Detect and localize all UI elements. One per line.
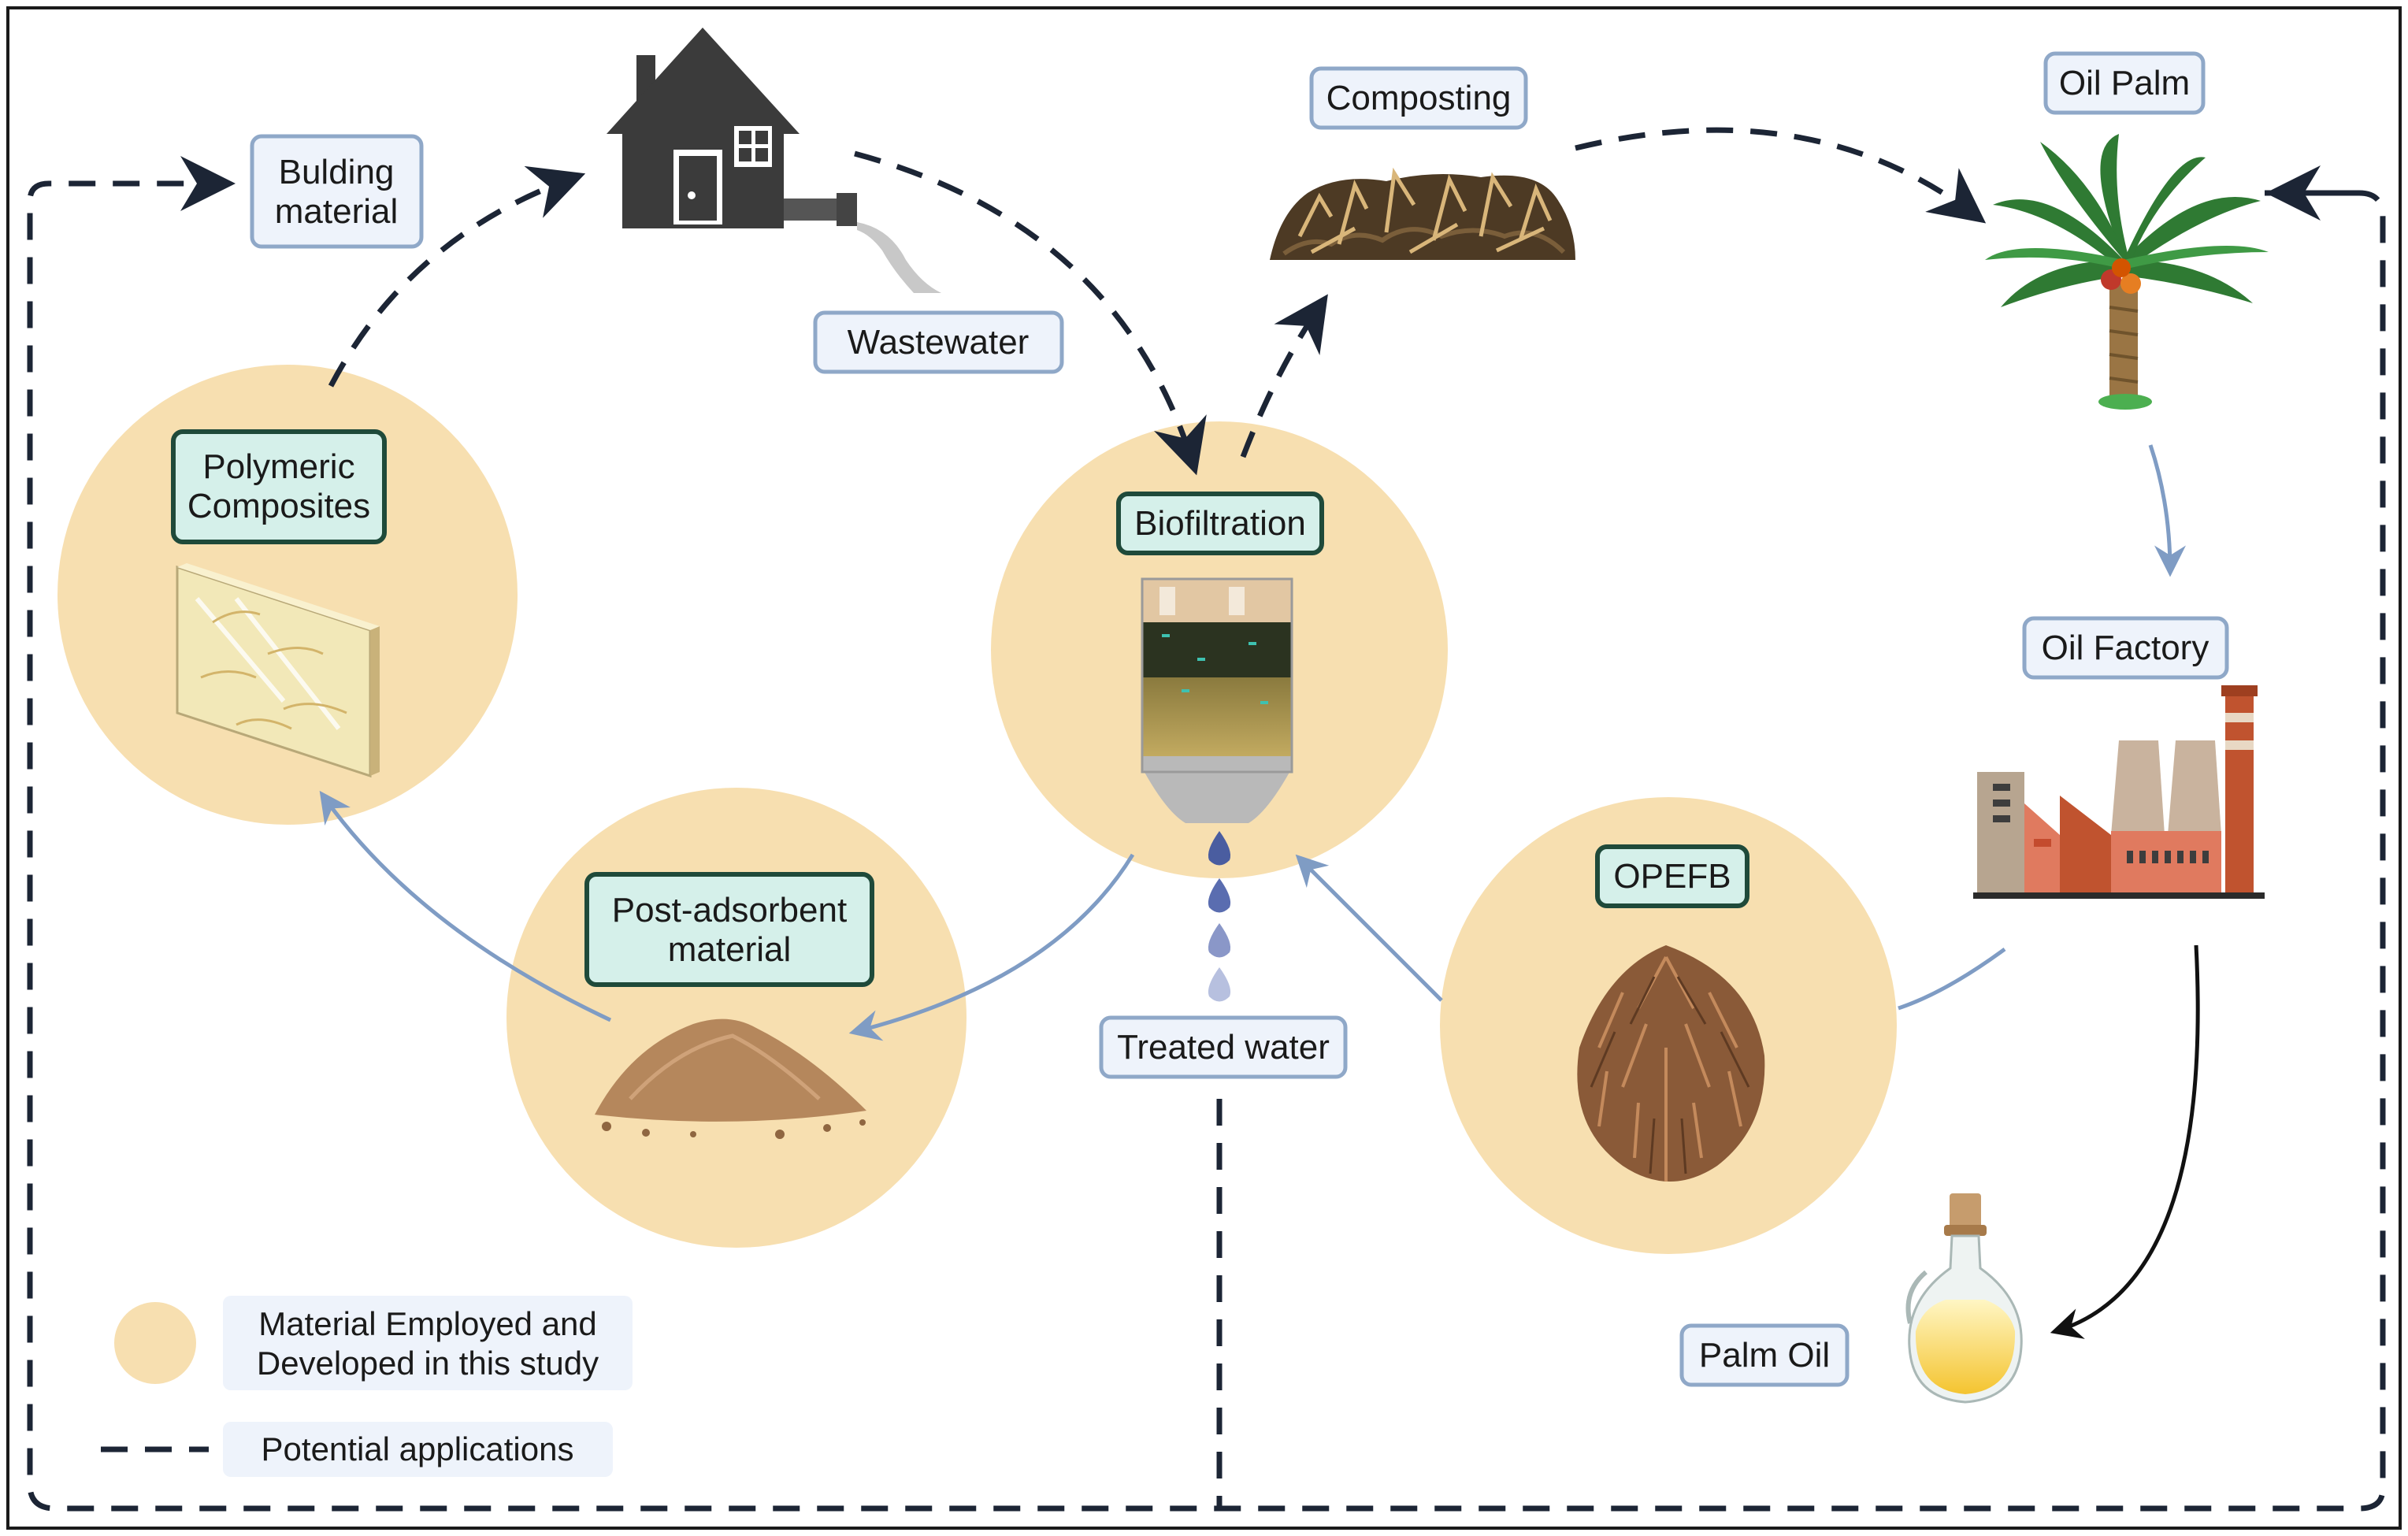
arrow-factory-to-opefb-to-biofilter xyxy=(1898,947,2006,1011)
label-opefb-text: OPEFB xyxy=(1613,857,1731,896)
dashed-arrow-composite-to-house xyxy=(328,165,586,388)
arrow-biofilter-to-post-adsorbent xyxy=(848,853,1135,1041)
water-droplet-icon xyxy=(1208,831,1231,1002)
outer-frame xyxy=(6,6,2402,1530)
label-palm-oil-text: Palm Oil xyxy=(1699,1336,1830,1375)
label-biofiltration: Biofiltration xyxy=(1116,492,1324,555)
label-polymeric-composites: Polymeric Composites xyxy=(171,429,387,544)
legend-material-line2: Developed in this study xyxy=(257,1345,599,1382)
legend: Material Employed and Developed in this … xyxy=(101,1296,633,1477)
compost-pile-icon xyxy=(1270,167,1575,260)
house-icon xyxy=(607,28,800,228)
label-composting: Composting xyxy=(1309,66,1528,130)
label-building-line1: Bulding xyxy=(279,153,395,191)
pipe-outflow-icon xyxy=(784,193,941,293)
arrow-opefb-to-biofilter xyxy=(1295,854,1443,1002)
arrow-palm-to-factory xyxy=(2148,444,2186,577)
label-post-ads-line2: material xyxy=(668,930,792,969)
label-treated-water: Treated water xyxy=(1099,1015,1348,1079)
label-oil-palm: Oil Palm xyxy=(2043,51,2206,115)
factory-icon xyxy=(1973,685,2265,899)
dashed-arrow-wastewater-to-biofilter xyxy=(854,150,1207,476)
legend-potential-box xyxy=(223,1422,613,1477)
label-wastewater-text: Wastewater xyxy=(848,323,1030,362)
label-palm-oil: Palm Oil xyxy=(1679,1323,1850,1387)
label-polymeric-line2: Composites xyxy=(187,487,370,525)
legend-potential-text: Potential applications xyxy=(262,1430,574,1467)
label-biofiltration-text: Biofiltration xyxy=(1134,504,1306,543)
label-opefb: OPEFB xyxy=(1595,844,1749,908)
arrow-factory-to-palm-oil xyxy=(2050,944,2200,1339)
biofilter-column-icon xyxy=(1141,577,1293,823)
label-polymeric-line1: Polymeric xyxy=(202,447,354,486)
empty-fruit-bunch-icon xyxy=(1577,945,1765,1182)
oil-bottle-icon xyxy=(1905,1193,2023,1404)
label-building-line2: material xyxy=(275,192,399,231)
label-oil-factory-text: Oil Factory xyxy=(2042,629,2209,667)
legend-material-box xyxy=(223,1296,633,1390)
label-oil-factory: Oil Factory xyxy=(2022,616,2229,680)
arrow-post-adsorbent-to-composite xyxy=(319,790,612,1022)
label-building-material: Bulding material xyxy=(250,134,424,249)
legend-material-line1: Material Employed and xyxy=(258,1305,597,1342)
label-wastewater: Wastewater xyxy=(813,310,1064,374)
legend-circle-swatch xyxy=(114,1302,196,1384)
dashed-arrow-compost-to-palm xyxy=(1575,127,1987,224)
label-treated-water-text: Treated water xyxy=(1117,1028,1330,1067)
composite-panel-icon xyxy=(176,563,380,778)
dashed-outer-loop xyxy=(27,156,2386,1512)
label-post-ads-line1: Post-adsorbent xyxy=(612,891,847,929)
palm-tree-icon xyxy=(1985,134,2269,410)
dashed-arrow-biofilter-to-compost xyxy=(1240,294,1328,458)
adsorbent-pile-icon xyxy=(595,1018,866,1139)
label-post-adsorbent: Post-adsorbent material xyxy=(584,872,874,987)
label-composting-text: Composting xyxy=(1326,79,1512,117)
label-oil-palm-text: Oil Palm xyxy=(2059,64,2190,102)
